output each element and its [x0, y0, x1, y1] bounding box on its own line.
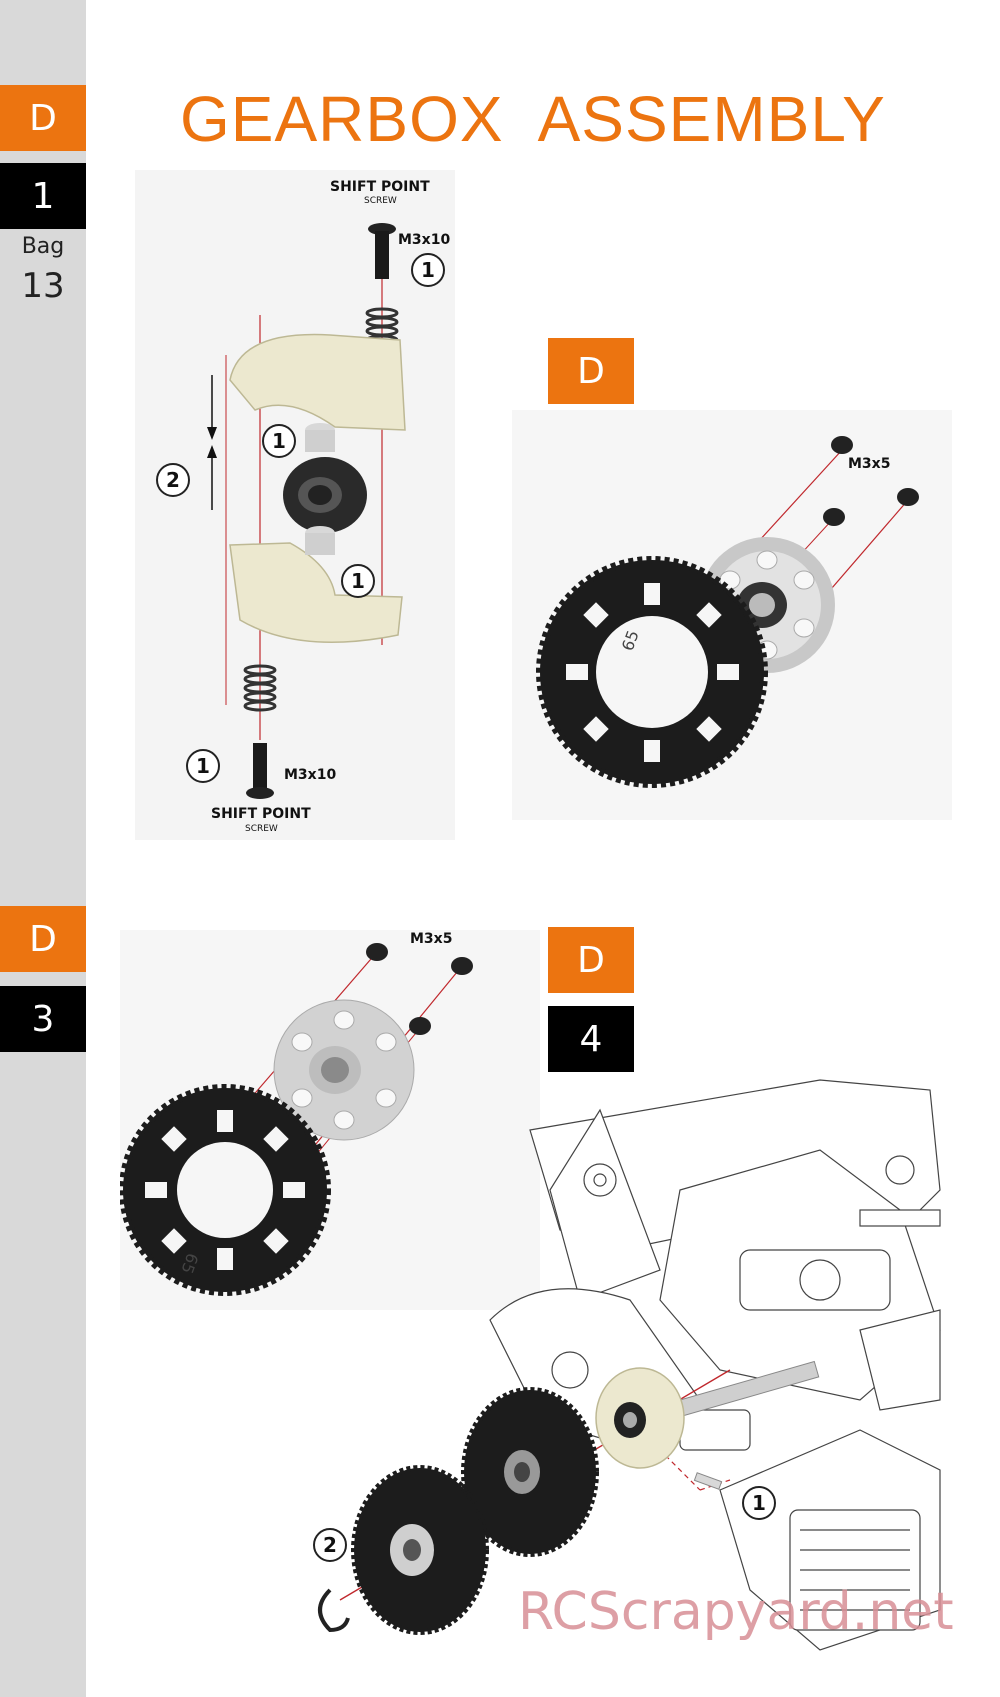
step4-number-tag: 4: [548, 1006, 634, 1072]
callout-1-bottom: 1: [186, 749, 220, 783]
panel2-diagram: 65: [512, 410, 952, 820]
page-title: GEARBOX ASSEMBLY: [180, 83, 886, 155]
callout-1-top: 1: [411, 253, 445, 287]
screw-sub-bottom: SCREW: [245, 824, 278, 834]
panel2-screw-size: M3x5: [848, 456, 891, 472]
shift-point-label-bottom: SHIFT POINT: [211, 806, 311, 822]
watermark: RCScrapyard.net: [518, 1582, 954, 1642]
step4-section-tag: D: [548, 927, 634, 993]
panel1-diagram: [135, 170, 455, 840]
screw-size-top: M3x10: [398, 232, 451, 248]
section-tag-d3: D: [0, 906, 86, 972]
bag-number: 13: [21, 266, 65, 306]
callout-1-pin-upper: 1: [262, 424, 296, 458]
step-tag-1: 1: [0, 163, 86, 229]
section-tag-d1: D: [0, 85, 86, 151]
step-tag-3: 3: [0, 986, 86, 1052]
panel4-callout-1: 1: [742, 1486, 776, 1520]
panel4-diagram: [318, 1079, 941, 1651]
bag-label: Bag: [21, 234, 65, 259]
sidebar: [0, 0, 86, 1697]
screw-sub-top: SCREW: [364, 196, 397, 206]
panel3-diagram: 65: [120, 930, 540, 1310]
panel3-screw-size: M3x5: [410, 931, 453, 947]
callout-1-pin-lower: 1: [341, 564, 375, 598]
panel4-callout-2: 2: [313, 1528, 347, 1562]
callout-2-clamp: 2: [156, 463, 190, 497]
screw-size-bottom: M3x10: [284, 767, 337, 783]
shift-point-label-top: SHIFT POINT: [330, 179, 430, 195]
step2-section-tag: D: [548, 338, 634, 404]
